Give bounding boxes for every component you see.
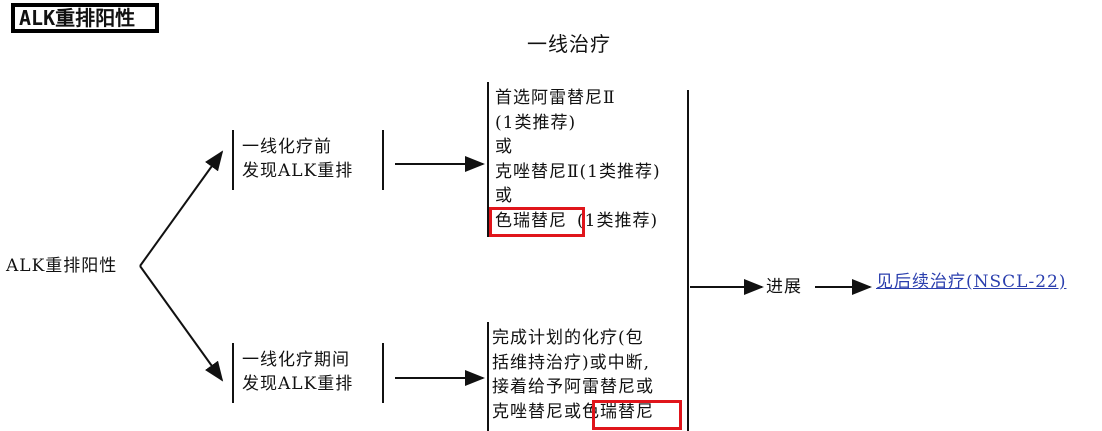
- treatment-line: (1类推荐): [495, 112, 577, 133]
- bracket-during-right: [382, 343, 384, 403]
- condition-before: 一线化疗前 发现ALK重排: [242, 135, 353, 183]
- treatment-line: 首选阿雷替尼Ⅱ: [495, 88, 616, 108]
- bracket-before-left: [232, 130, 234, 190]
- highlight-box-during: [592, 400, 682, 430]
- bracket-before-right: [382, 130, 384, 190]
- treatment-line: 或: [495, 137, 513, 157]
- treatment-during: 完成计划的化疗(包 括维持治疗)或中断, 接着给予阿雷替尼或 克唑替尼或色瑞替尼: [492, 326, 654, 424]
- progression-label: 进展: [766, 277, 802, 297]
- treatment-line: 完成计划的化疗(包: [492, 328, 644, 348]
- highlight-box-before: [489, 207, 585, 237]
- recommendation-note: (1类推荐): [577, 210, 659, 231]
- root-node: ALK重排阳性: [6, 256, 118, 276]
- treatment-line: 接着给予阿雷替尼或: [492, 377, 654, 397]
- bracket-during-left: [232, 343, 234, 403]
- page-title: 一线治疗: [527, 32, 611, 56]
- bracket-treatment-before-left: [487, 82, 489, 237]
- treatment-line-prefix: 克唑替尼或: [492, 401, 582, 422]
- treatment-line: 克唑替尼Ⅱ(1类推荐): [495, 161, 661, 182]
- header-label: ALK重排阳性: [11, 3, 159, 33]
- arrow-root-to-before: [139, 150, 224, 267]
- condition-line: 一线化疗前: [242, 137, 332, 157]
- condition-line: 发现ALK重排: [242, 161, 354, 181]
- highlighted-drug: 色瑞替尼: [495, 210, 567, 231]
- next-step-link[interactable]: 见后续治疗(NSCL-22): [876, 272, 1067, 292]
- bracket-merge: [687, 90, 689, 431]
- condition-line: 发现ALK重排: [242, 374, 354, 394]
- condition-during: 一线化疗期间 发现ALK重排: [242, 348, 353, 396]
- treatment-line: 括维持治疗)或中断,: [492, 352, 651, 373]
- treatment-before: 首选阿雷替尼Ⅱ (1类推荐) 或 克唑替尼Ⅱ(1类推荐) 或 色瑞替尼 (1类推荐…: [495, 86, 661, 233]
- highlighted-drug: 色瑞替尼: [582, 401, 654, 422]
- condition-line: 一线化疗期间: [242, 350, 350, 370]
- treatment-line: 或: [495, 186, 513, 206]
- bracket-treatment-during-left: [487, 322, 489, 431]
- arrow-root-to-during: [139, 265, 224, 382]
